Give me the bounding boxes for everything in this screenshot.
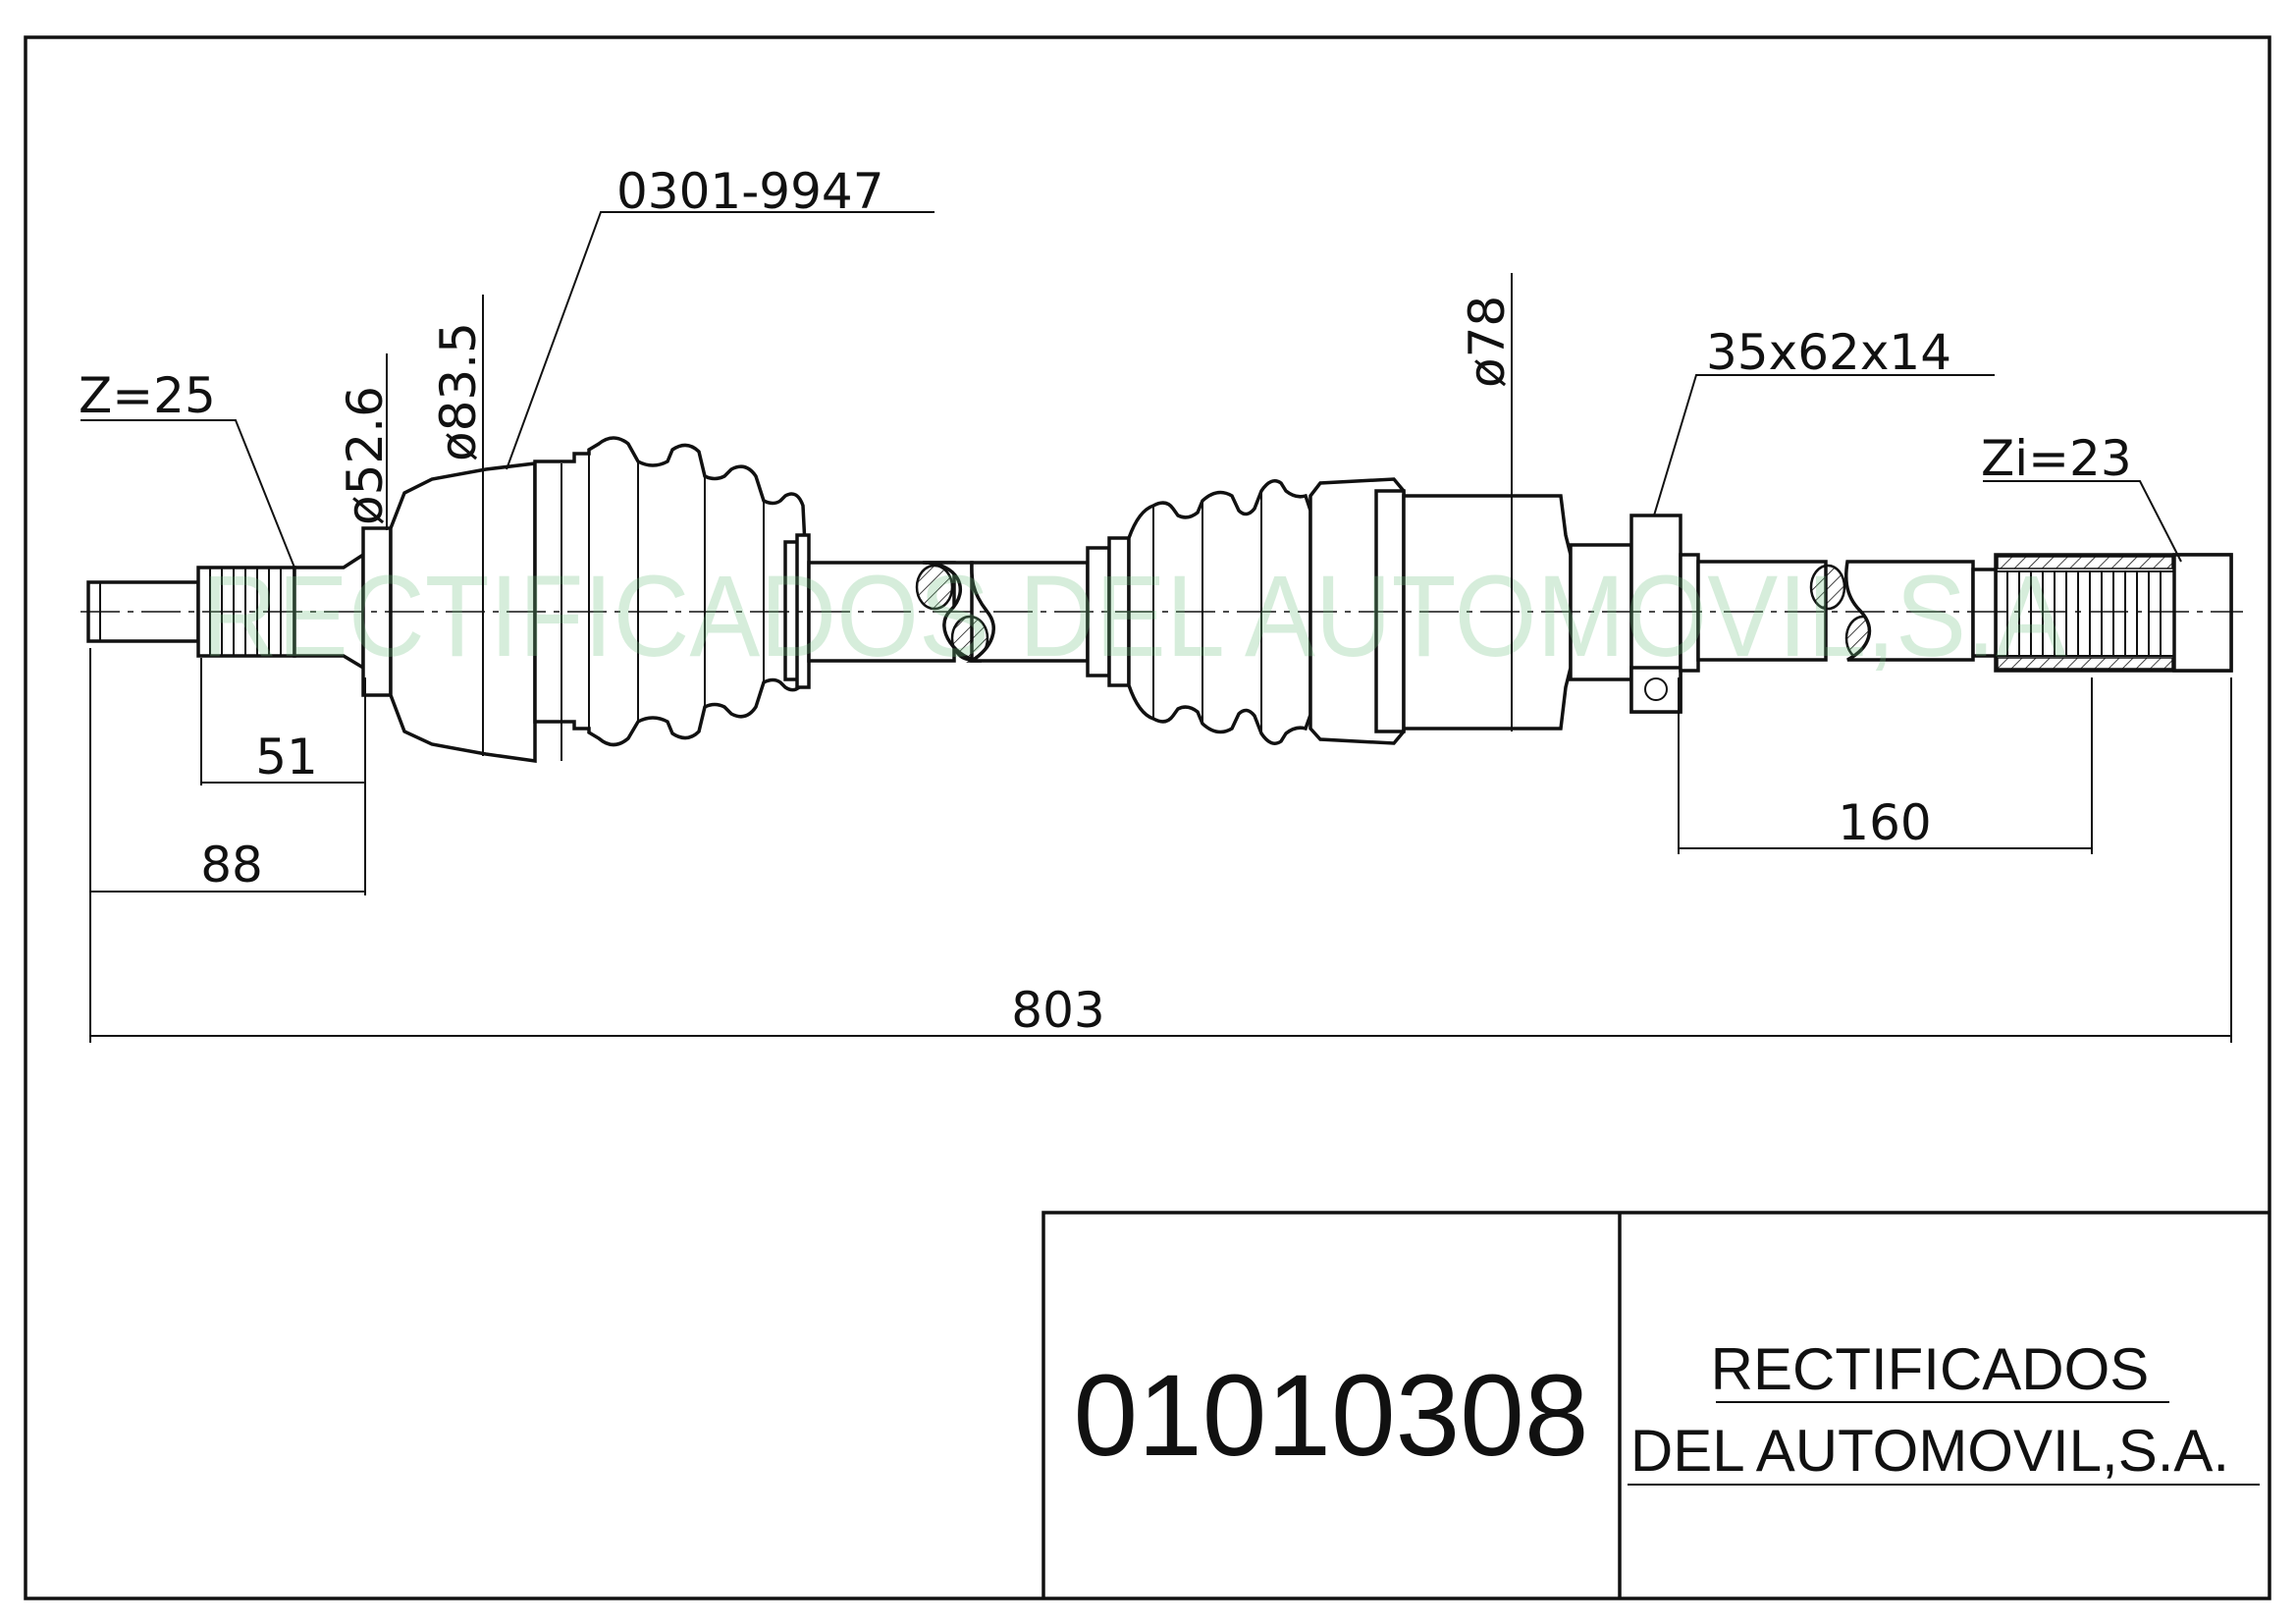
drawing-frame [24, 35, 2271, 1600]
label-z25: Z=25 [79, 367, 216, 424]
dimensions: 51 88 160 803 Z=25 ø52.6 ø83.5 0301-9947… [79, 163, 2232, 1043]
dim-88: 88 [200, 837, 263, 893]
watermark: RECTIFICADOS DEL AUTOMOVIL,S.A [201, 552, 2066, 681]
dim-51: 51 [255, 729, 318, 785]
dim-160: 160 [1838, 794, 1931, 851]
shaft-right [1696, 560, 1828, 662]
part-number: 01010308 [1073, 1351, 1588, 1481]
dim-803: 803 [1011, 982, 1104, 1039]
break-section [915, 564, 954, 611]
label-zi23: Zi=23 [1981, 430, 2132, 487]
company-name-line2: DEL AUTOMOVIL,S.A. [1630, 1418, 2229, 1484]
label-dia-78: ø78 [1459, 296, 1516, 388]
label-dia-52-6: ø52.6 [337, 386, 394, 525]
label-boot-kit: 0301-9947 [616, 163, 884, 220]
label-bearing: 35x62x14 [1706, 324, 1951, 381]
title-block: 01010308 RECTIFICADOS DEL AUTOMOVIL,S.A. [1041, 1211, 2269, 1598]
label-dia-83-5: ø83.5 [430, 322, 487, 461]
shaft-assembly [80, 436, 2243, 764]
company-name-line1: RECTIFICADOS [1711, 1336, 2150, 1402]
